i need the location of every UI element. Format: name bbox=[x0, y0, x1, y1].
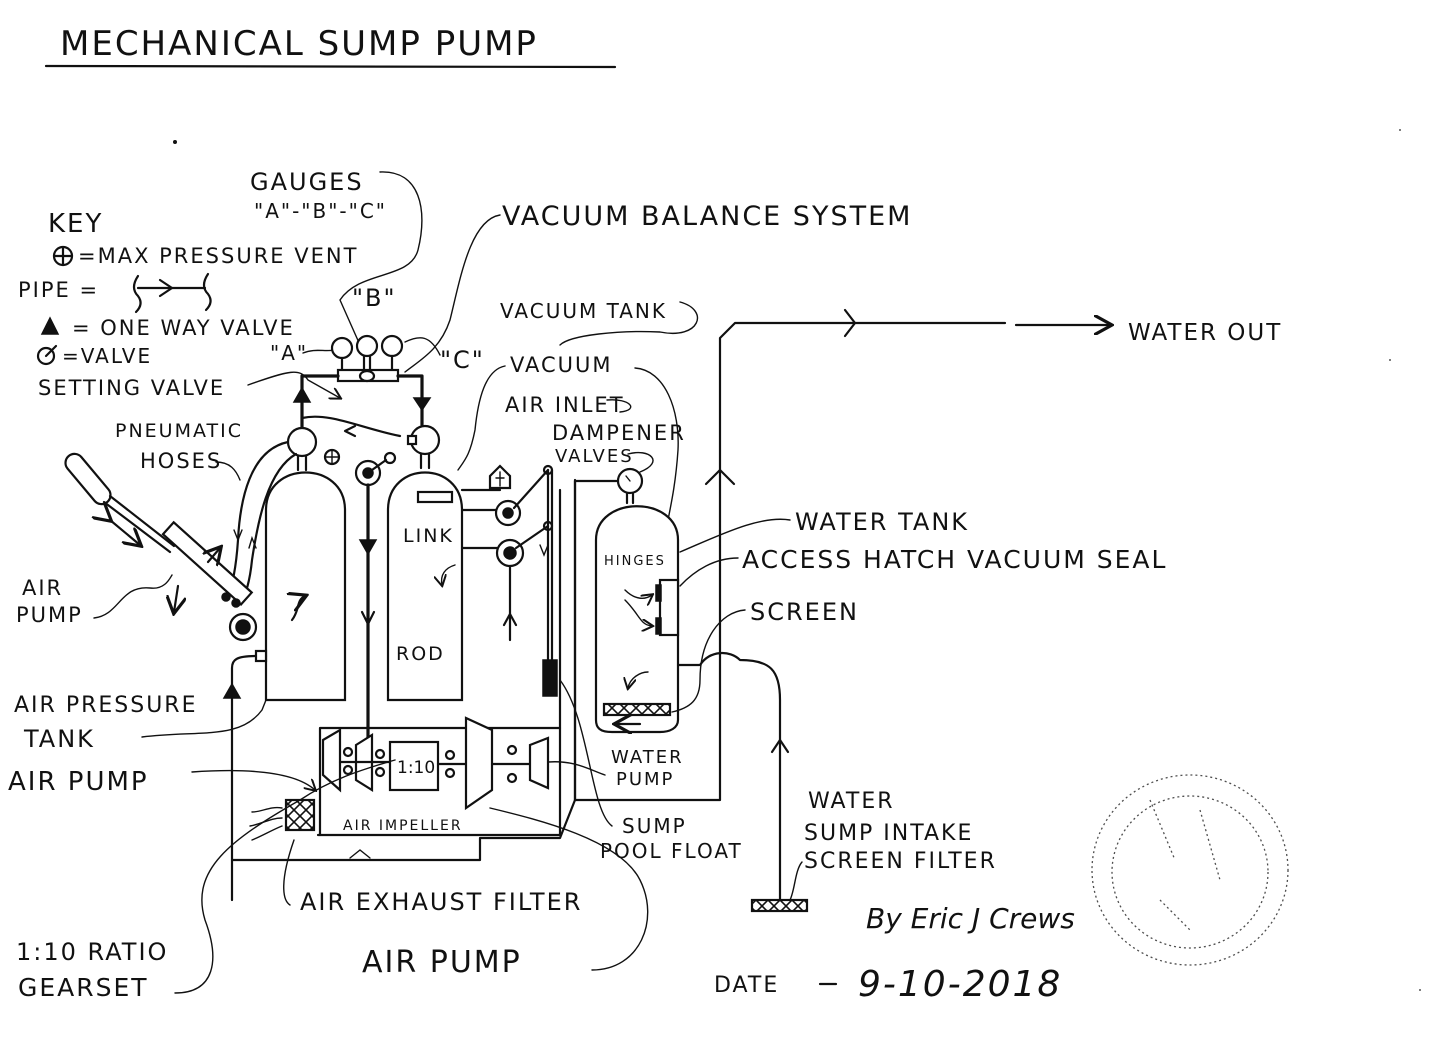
water-intake-label-3: SCREEN FILTER bbox=[804, 849, 997, 874]
title-underline bbox=[44, 64, 617, 69]
one-way-valve-icon bbox=[40, 316, 60, 335]
link-block bbox=[416, 490, 454, 504]
title-block: MECHANICAL SUMP PUMP bbox=[44, 24, 617, 69]
sump-float-label-1: SUMP bbox=[622, 814, 687, 838]
air-pump-handle-label-2: PUMP bbox=[16, 603, 83, 627]
air-impeller-left bbox=[321, 728, 342, 793]
one-way-valve-rod bbox=[358, 539, 378, 556]
tank-valve-left bbox=[286, 426, 318, 458]
vacuum-tank: LINK ROD bbox=[386, 424, 464, 702]
water-tank-label: WATER TANK bbox=[795, 508, 969, 536]
sump-intake-pipe bbox=[676, 652, 809, 913]
rod-assembly bbox=[354, 451, 397, 762]
link-label: LINK bbox=[403, 525, 454, 547]
sump-pool-float bbox=[542, 659, 558, 697]
air-supply-pipe bbox=[222, 649, 268, 902]
air-pump-bottom-label: AIR PUMP bbox=[362, 945, 522, 980]
one-way-valve-down bbox=[412, 397, 432, 412]
gear-ratio-box bbox=[388, 740, 440, 792]
one-way-valve-up bbox=[292, 386, 312, 403]
water-pump-label-2: PUMP bbox=[616, 769, 674, 790]
vacuum-balance-system-label: VACUUM BALANCE SYSTEM bbox=[502, 201, 912, 232]
air-pump-handle-label-1: AIR bbox=[22, 576, 63, 600]
gauge-b bbox=[355, 334, 379, 358]
vacuum-balance-leader bbox=[404, 214, 501, 373]
water-pump-label-1: WATER bbox=[611, 747, 684, 768]
access-hatch-label: ACCESS HATCH VACUUM SEAL bbox=[742, 545, 1167, 574]
dampener-label: DAMPENER bbox=[552, 421, 686, 445]
key-one-way-valve: = ONE WAY VALVE bbox=[72, 316, 295, 340]
notary-stamp bbox=[1091, 774, 1289, 966]
legend-key: KEY =MAX PRESSURE VENT PIPE = = ONE WAY … bbox=[18, 209, 358, 400]
date-label: DATE bbox=[714, 973, 779, 998]
gear-ratio-text: 1:10 bbox=[397, 758, 435, 778]
air-pressure-tank-label-1: AIR PRESSURE bbox=[14, 693, 198, 718]
one-way-valve-left bbox=[222, 682, 242, 699]
water-pump-impeller bbox=[528, 736, 550, 790]
gauge-a bbox=[330, 336, 354, 360]
max-pressure-vent bbox=[323, 448, 341, 466]
exhaust-air-icon bbox=[249, 806, 283, 841]
vacuum-label: VACUUM bbox=[510, 353, 613, 377]
key-valve: =VALVE bbox=[62, 344, 152, 368]
gear-train: 1:10 AIR IMPELLER bbox=[321, 716, 550, 834]
dampener-linkage bbox=[460, 464, 558, 697]
vacuum-tank-label: VACUUM TANK bbox=[500, 299, 667, 323]
intake-screen-filter bbox=[750, 898, 809, 913]
air-impeller-label: AIR IMPELLER bbox=[343, 818, 463, 834]
gauges-abc-label: "A"-"B"-"C" bbox=[254, 199, 387, 223]
pneumatic-label: PNEUMATIC bbox=[115, 420, 243, 442]
key-setting-valve: SETTING VALVE bbox=[38, 376, 225, 400]
air-pump-left-label: AIR PUMP bbox=[8, 767, 149, 797]
pipe-symbol-icon bbox=[132, 272, 212, 314]
gauge-b-label: "B" bbox=[352, 284, 397, 312]
setting-valve-leader bbox=[247, 371, 340, 398]
hinges-label: HINGES bbox=[604, 554, 666, 569]
signature-block: By Eric J Crews DATE 9-10-2018 bbox=[714, 902, 1075, 1005]
gauges-label: GAUGES bbox=[250, 168, 364, 196]
water-tank: HINGES bbox=[573, 467, 680, 802]
date-value: 9-10-2018 bbox=[858, 964, 1062, 1005]
water-outlet-pipe bbox=[573, 308, 1110, 802]
air-exhaust-filter bbox=[284, 798, 316, 832]
key-heading: KEY bbox=[48, 209, 103, 239]
sump-float-label-2: POOL FLOAT bbox=[600, 839, 743, 863]
signature: By Eric J Crews bbox=[866, 902, 1075, 935]
gauge-c-label: "C" bbox=[440, 346, 485, 374]
gearset-label-1: 1:10 RATIO bbox=[16, 938, 168, 966]
setting-valve bbox=[358, 369, 376, 383]
valves-label: VALVES bbox=[555, 446, 634, 467]
gearset-label-2: GEARSET bbox=[18, 973, 149, 1002]
key-pipe-label: PIPE = bbox=[18, 278, 99, 302]
valve-icon bbox=[36, 344, 58, 366]
gauge-a-label: "A" bbox=[270, 341, 308, 365]
air-pressure-tank bbox=[264, 426, 347, 702]
gauges-leader bbox=[339, 171, 423, 346]
water-tank-screen bbox=[602, 702, 672, 717]
screen-label: SCREEN bbox=[750, 598, 859, 626]
water-intake-label-2: SUMP INTAKE bbox=[804, 821, 973, 846]
gauges-group: GAUGES "A"-"B"-"C" "B" "A" "C" bbox=[250, 168, 485, 383]
hoses-label: HOSES bbox=[140, 449, 222, 473]
hand-air-pump bbox=[64, 452, 258, 642]
page-title: MECHANICAL SUMP PUMP bbox=[60, 24, 538, 64]
vacuum-balance-piping bbox=[292, 374, 432, 438]
scan-specks bbox=[173, 129, 1421, 991]
key-max-pressure-vent: =MAX PRESSURE VENT bbox=[78, 244, 358, 268]
max-pressure-vent-icon bbox=[52, 245, 74, 267]
air-pressure-tank-label-2: TANK bbox=[23, 725, 95, 753]
main-turbine bbox=[464, 716, 494, 811]
rod-label: ROD bbox=[396, 643, 445, 665]
pump-handle-grip bbox=[64, 452, 112, 506]
air-exhaust-filter-label: AIR EXHAUST FILTER bbox=[300, 888, 582, 916]
air-inlet-label: AIR INLET bbox=[505, 393, 625, 417]
water-out-label: WATER OUT bbox=[1128, 320, 1282, 346]
access-hatch bbox=[658, 578, 680, 637]
water-intake-label-1: WATER bbox=[808, 789, 895, 814]
gauge-c bbox=[380, 334, 404, 358]
